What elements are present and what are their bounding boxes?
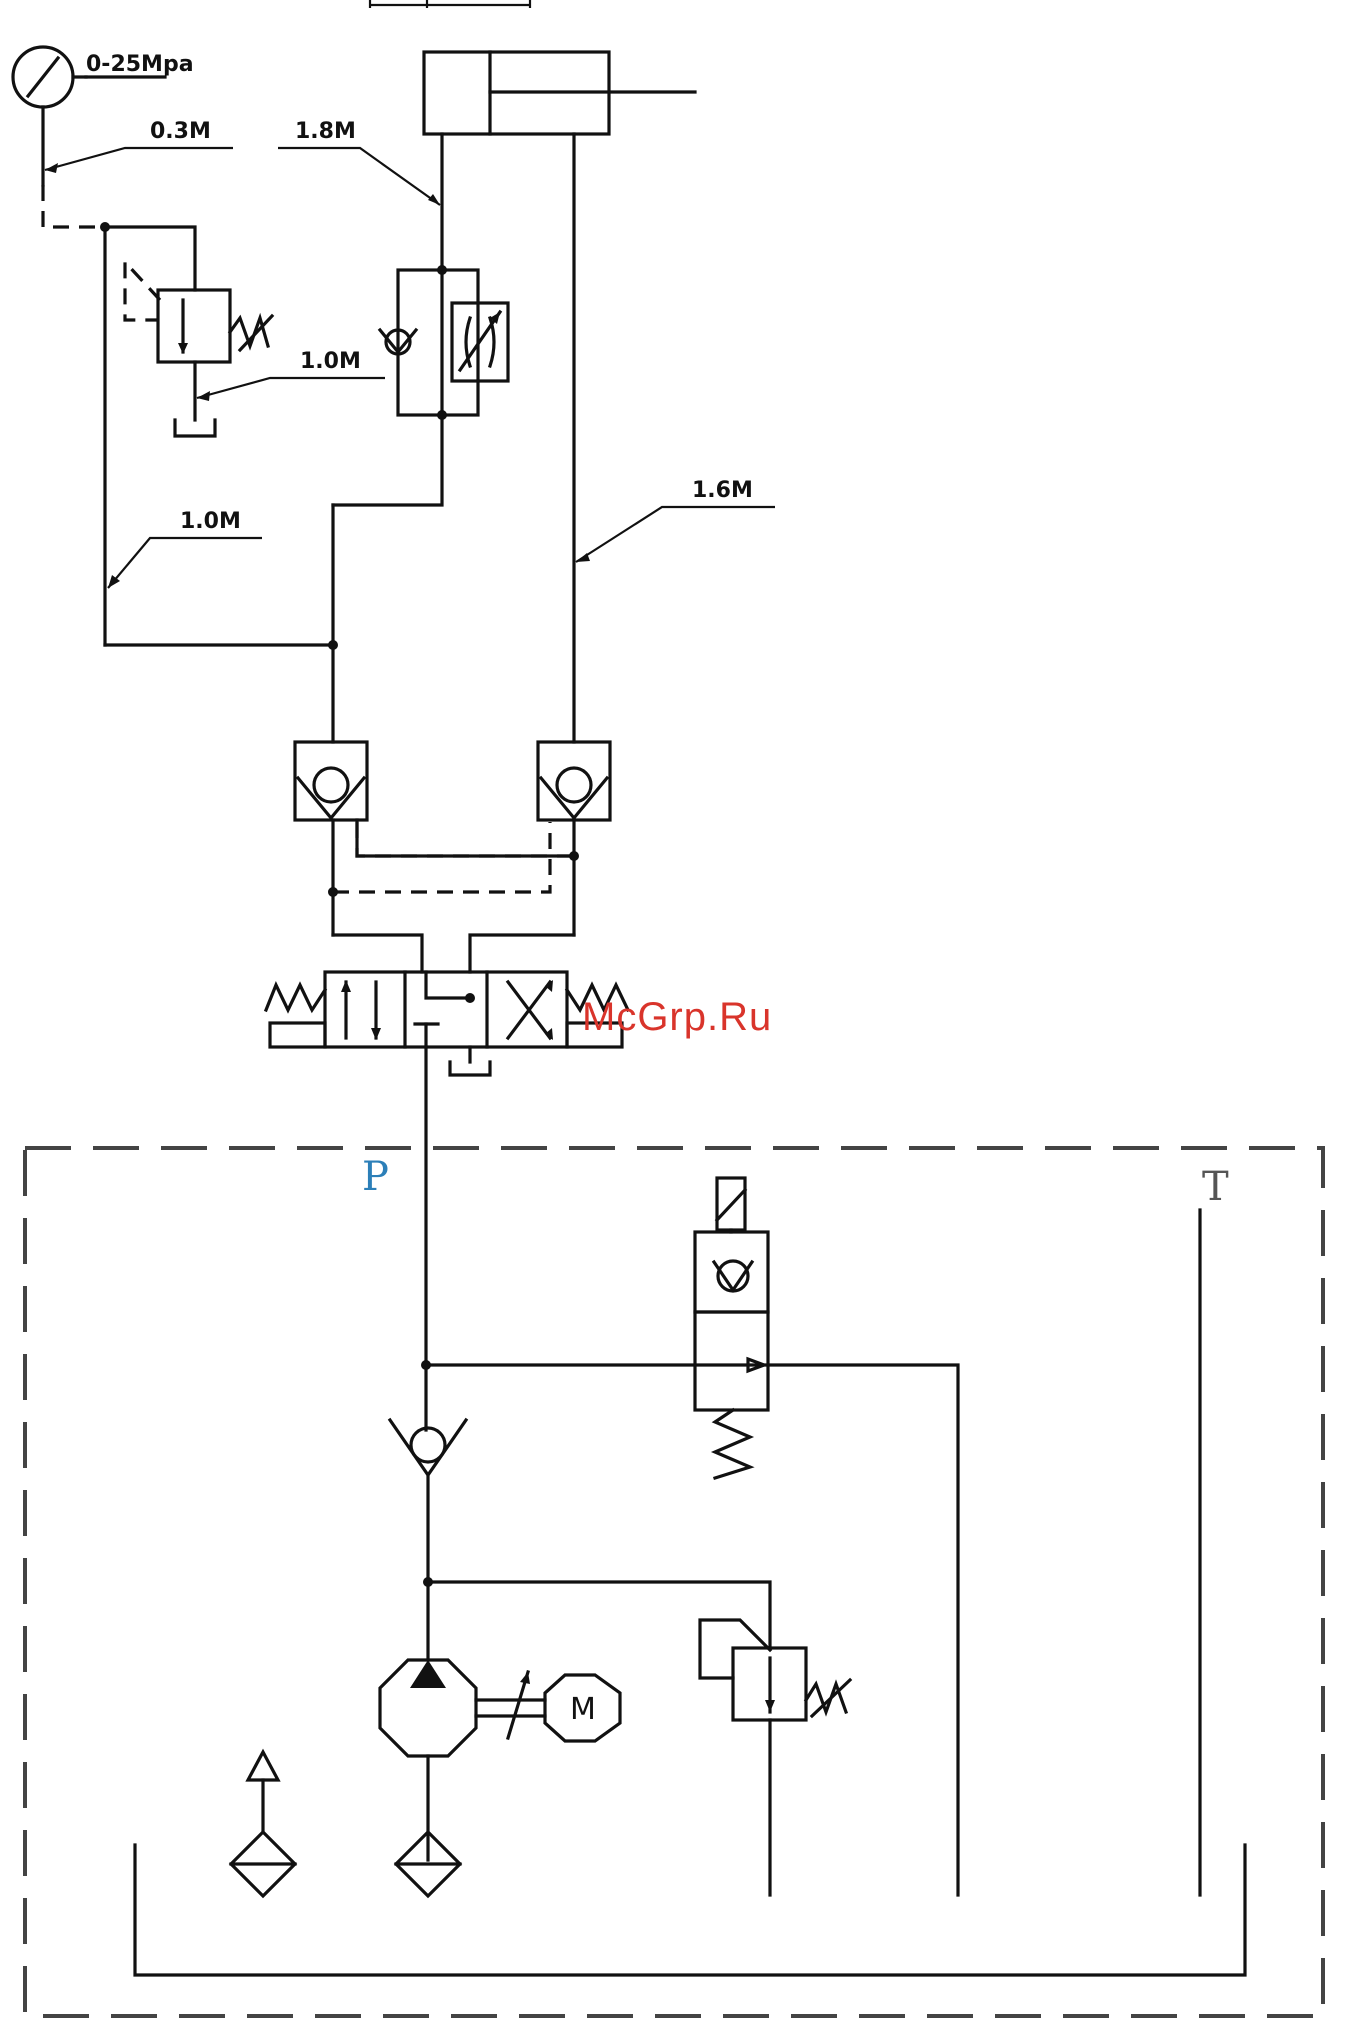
hose-label-cyl-a: 1.8M [295,119,356,144]
relief-valve-top [125,262,272,420]
junction-dot [328,887,338,897]
tank [135,1845,1245,1975]
directional-control-valve [266,935,628,1075]
hose-label-relief: 1.0M [300,349,361,374]
breather-filter [231,1752,295,1896]
junction-dot [100,222,110,232]
junction-dot [437,410,447,420]
junction-dot [569,851,579,861]
gauge-pilot-line [43,185,105,227]
hose-label-cyl-b: 1.6M [692,478,753,503]
left-pressure-line [105,134,574,742]
junction-dot [423,1577,433,1587]
port-t-label: T [1202,1164,1229,1210]
flow-control-valve [398,270,508,415]
junction-dot [328,640,338,650]
tank-symbol [175,420,215,436]
solenoid-unloading-valve [695,1178,768,1478]
motor-label: M [570,1692,596,1727]
pilot-check-valve-left [295,742,570,935]
watermark: McGrp.Ru [582,995,772,1039]
gauge-range-label: 0-25Mpa [86,52,194,77]
hydraulic-cylinder [424,52,695,134]
junction-dot [437,265,447,275]
top-bracket [370,0,530,8]
pump-relief-valve [428,1582,850,1895]
port-p-label: P [362,1154,389,1200]
pressure-line-p [426,1047,958,1895]
junction-dot [421,1360,431,1370]
pump-check-valve [390,1420,466,1660]
hose-label-left: 1.0M [180,509,241,534]
hose-label-gauge: 0.3M [150,119,211,144]
drive-shaft [476,1672,545,1738]
